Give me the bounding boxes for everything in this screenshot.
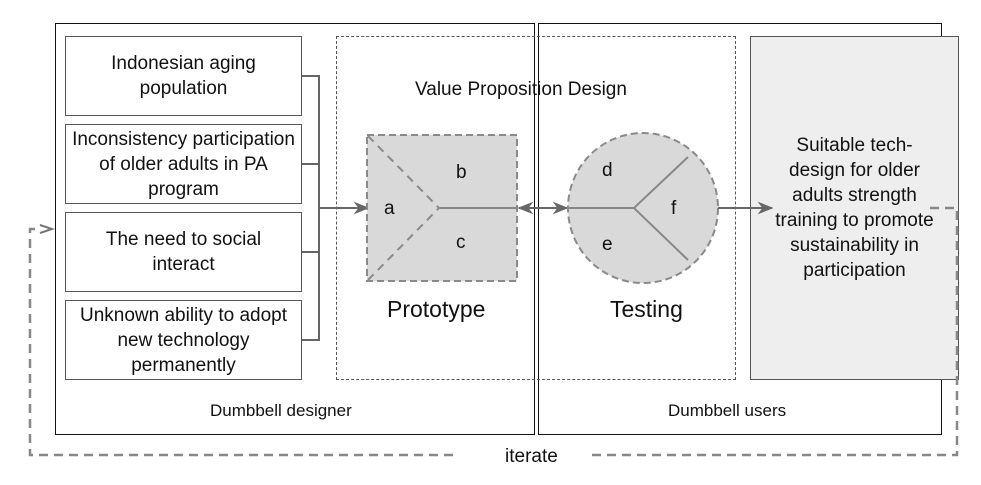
input-box-technology-adoption: Unknown ability to adopt new technology … <box>65 300 302 380</box>
users-panel-label: Dumbbell users <box>668 401 787 420</box>
iterate-label: iterate <box>505 446 558 467</box>
iterate-loop <box>28 206 959 457</box>
input-text: Inconsistency participation of older adu… <box>72 128 295 200</box>
designer-panel-label: Dumbbell designer <box>210 401 352 420</box>
input-box-inconsistency: Inconsistency participation of older adu… <box>65 124 302 204</box>
input-text: Indonesian aging population <box>111 53 256 99</box>
input-box-social-interaction: The need to social interact <box>65 212 302 292</box>
prototype-shape <box>366 134 518 282</box>
segment-e: e <box>602 234 613 255</box>
testing-label: Testing <box>610 296 683 322</box>
segment-f: f <box>671 198 677 219</box>
input-box-aging-population: Indonesian aging population <box>65 36 302 116</box>
prototype-label: Prototype <box>387 296 486 322</box>
result-box: Suitable tech-design for older adults st… <box>750 36 959 380</box>
result-text: Suitable tech-design for older adults st… <box>775 135 934 281</box>
segment-a: a <box>384 198 395 219</box>
segment-d: d <box>602 160 613 181</box>
iterate-arrowhead-icon <box>39 224 56 234</box>
input-text: The need to social interact <box>105 229 262 275</box>
value-proposition-title: Value Proposition Design <box>415 79 627 100</box>
input-text: Unknown ability to adopt new technology … <box>79 304 287 376</box>
input-bracket-connector <box>302 75 320 341</box>
segment-b: b <box>456 162 467 183</box>
segment-c: c <box>456 232 466 253</box>
testing-shape <box>567 132 719 284</box>
